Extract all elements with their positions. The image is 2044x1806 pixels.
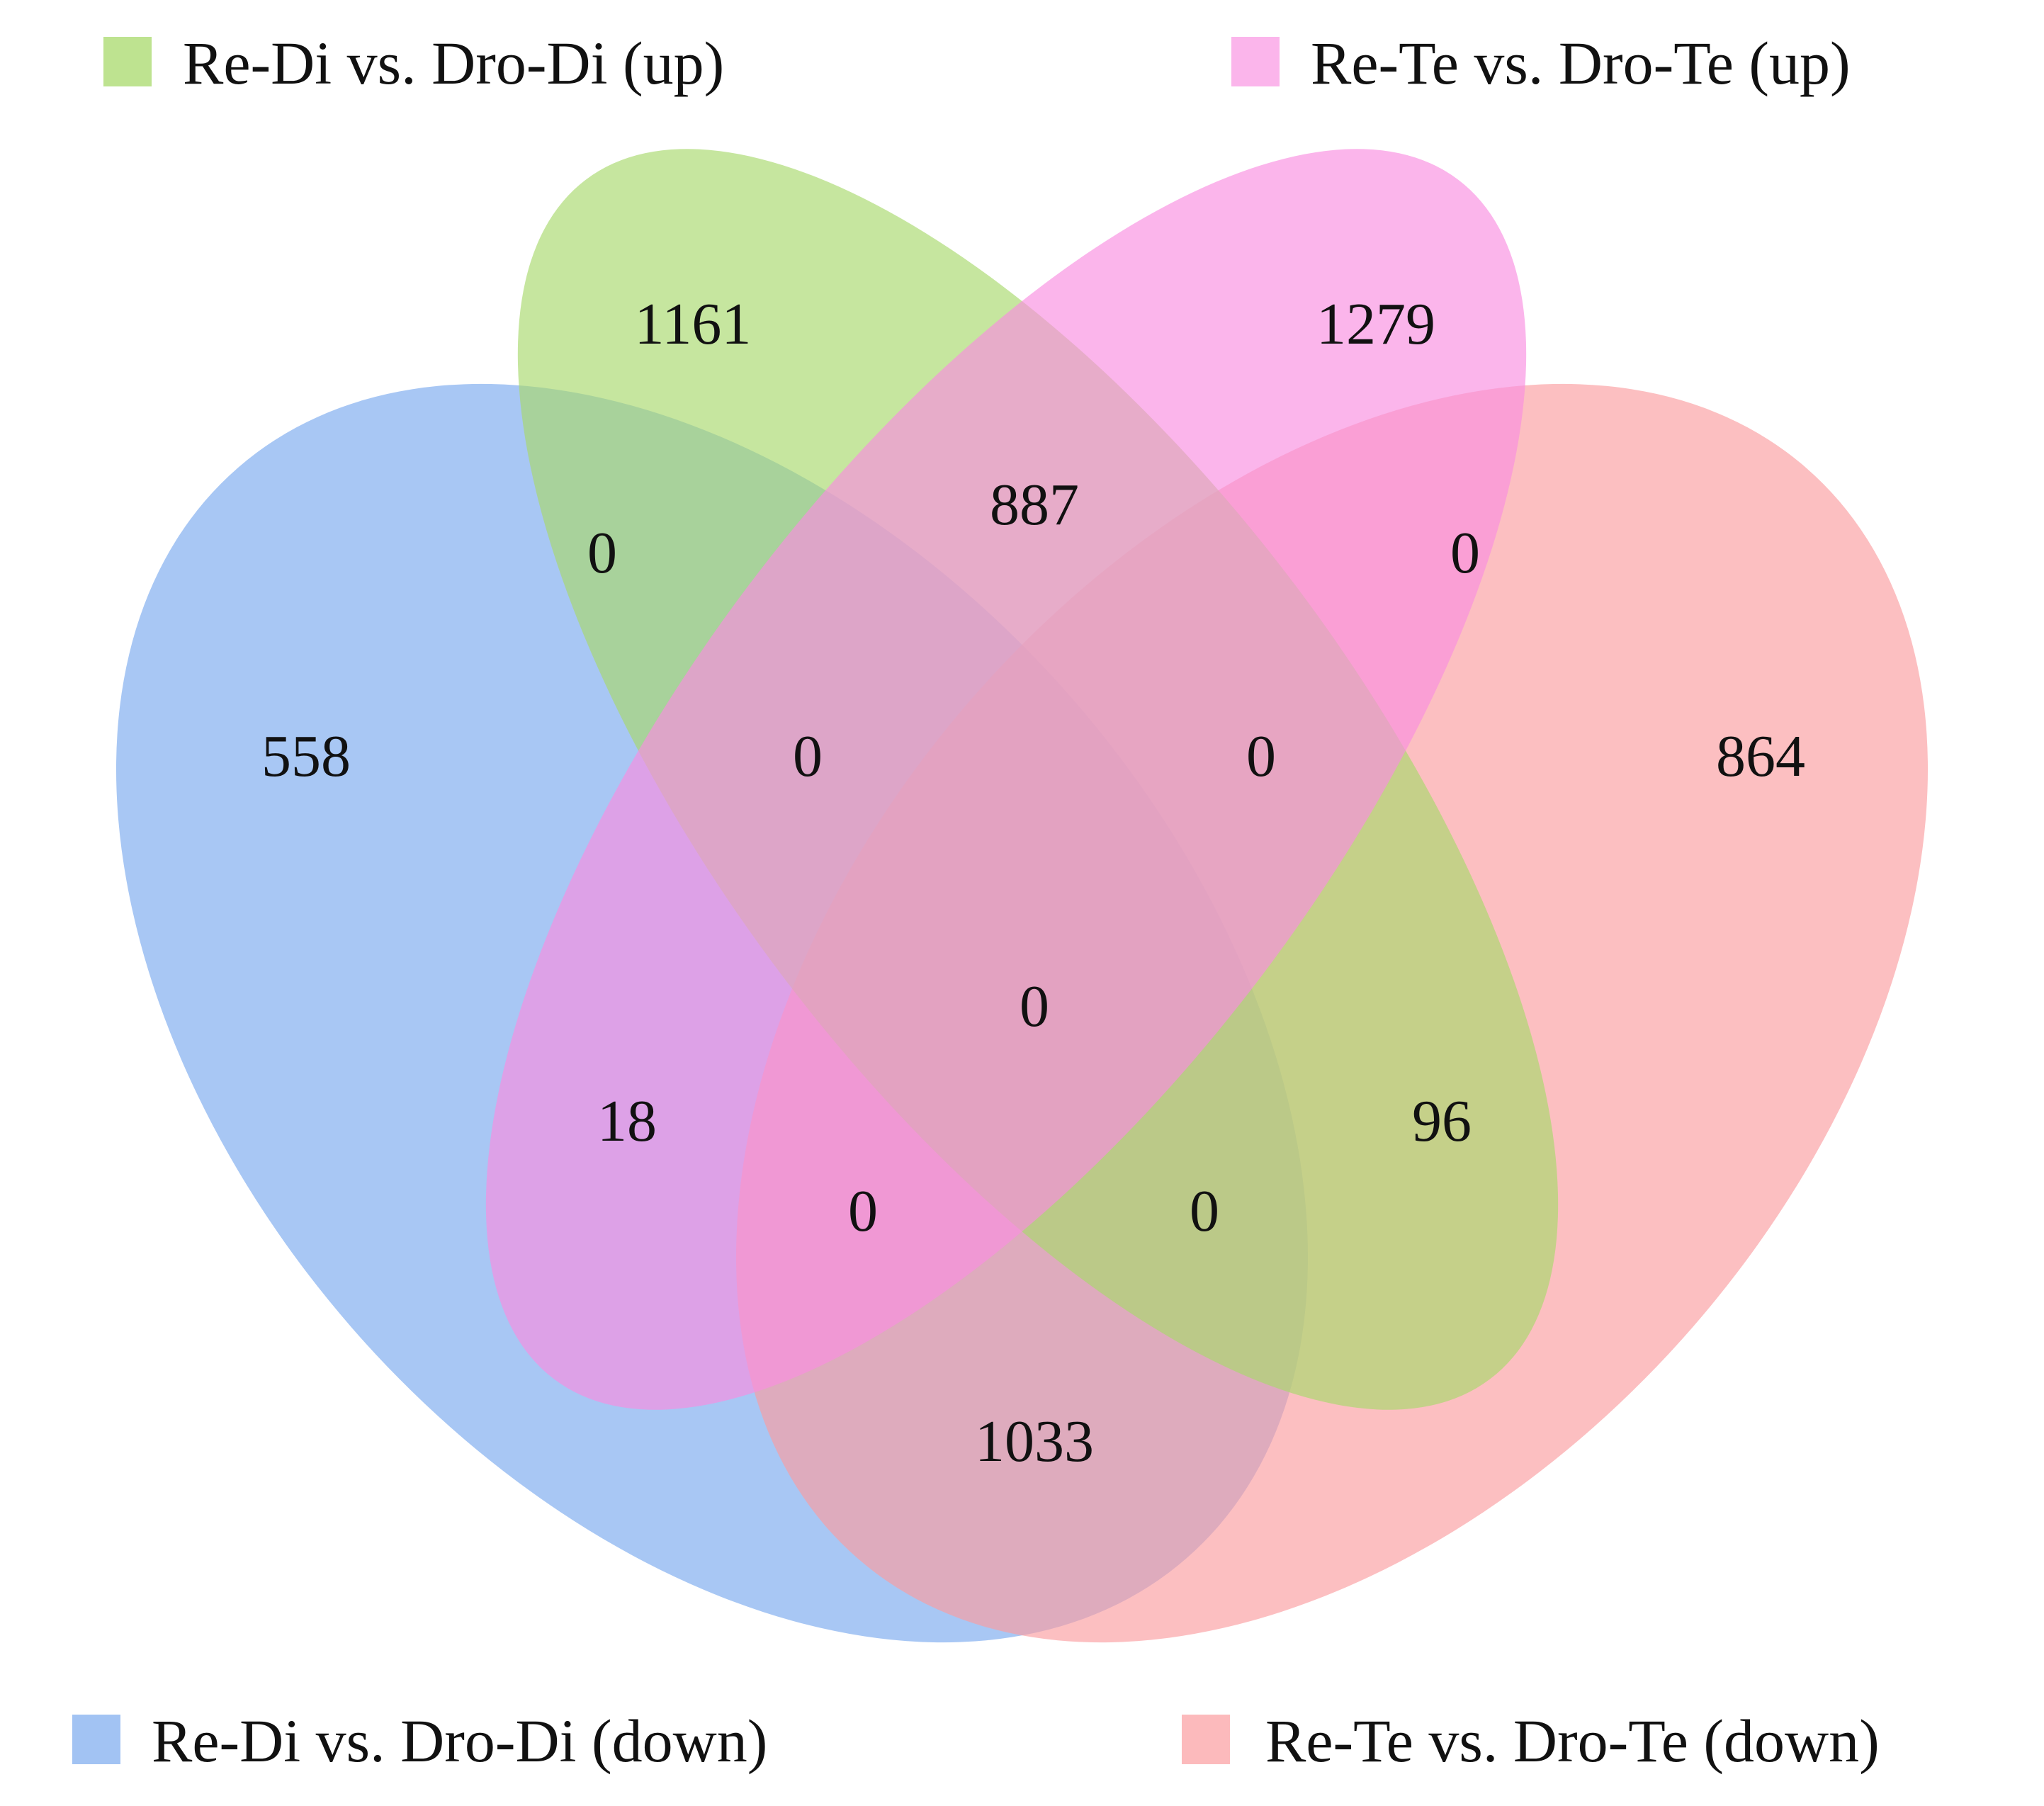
legend-swatch-red [1182, 1715, 1230, 1764]
legend-label-pink: Re-Te vs. Dro-Te (up) [1311, 29, 1851, 97]
count-green-red: 96 [1412, 1088, 1472, 1154]
count-blue-green: 0 [587, 520, 617, 586]
count-blue-red: 1033 [975, 1409, 1094, 1474]
count-green-pink-red: 0 [1246, 723, 1276, 789]
count-blue-pink-red: 0 [848, 1178, 878, 1244]
count-blue-pink: 18 [597, 1088, 657, 1154]
count-red-only: 864 [1716, 723, 1805, 789]
count-blue-only: 558 [261, 723, 351, 789]
count-green-only: 1161 [635, 291, 752, 357]
legend-label-blue: Re-Di vs. Dro-Di (down) [152, 1707, 767, 1775]
ellipse-pink [485, 149, 1527, 1410]
count-pink-only: 1279 [1316, 291, 1435, 357]
count-all-four: 0 [1020, 973, 1049, 1039]
legend-swatch-green [103, 37, 152, 86]
legend: Re-Di vs. Dro-Di (up) Re-Te vs. Dro-Te (… [72, 29, 1880, 1775]
legend-label-red: Re-Te vs. Dro-Te (down) [1265, 1707, 1880, 1775]
count-green-pink: 887 [990, 472, 1079, 538]
legend-swatch-pink [1231, 37, 1280, 86]
legend-label-green: Re-Di vs. Dro-Di (up) [183, 29, 724, 97]
legend-item-green: Re-Di vs. Dro-Di (up) [103, 29, 724, 97]
legend-item-blue: Re-Di vs. Dro-Di (down) [72, 1707, 767, 1775]
count-blue-green-red: 0 [1190, 1178, 1219, 1244]
region-counts: 1161 1279 558 864 887 0 0 0 0 0 18 96 0 … [261, 291, 1805, 1474]
count-blue-green-pink: 0 [793, 723, 823, 789]
legend-item-pink: Re-Te vs. Dro-Te (up) [1231, 29, 1851, 97]
legend-item-red: Re-Te vs. Dro-Te (down) [1182, 1707, 1880, 1775]
count-pink-red: 0 [1450, 520, 1480, 586]
legend-swatch-blue [72, 1715, 120, 1764]
